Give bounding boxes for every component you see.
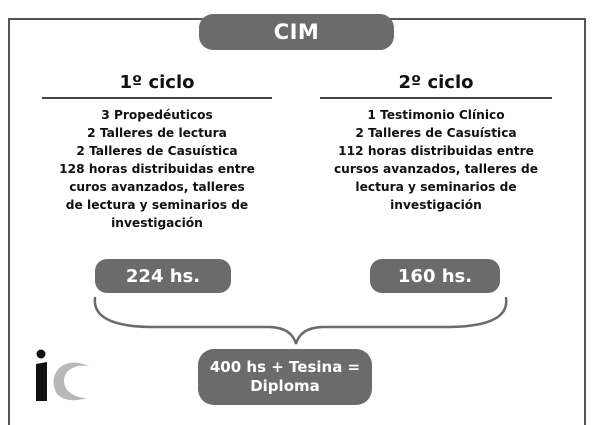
cycle-2-list: 1 Testimonio Clínico 2 Talleres de Casuí… — [320, 106, 552, 214]
result-badge: 400 hs + Tesina = Diploma — [198, 349, 372, 405]
list-item: 1 Testimonio Clínico — [367, 108, 505, 122]
list-item: 2 Talleres de lectura — [87, 126, 227, 140]
result-line-1: 400 hs + Tesina = — [209, 358, 361, 376]
list-item: 128 horas distribuidas entre — [59, 162, 255, 176]
cycle-1-underline — [42, 97, 272, 99]
list-item: de lectura y seminarios de — [65, 198, 249, 212]
cycle-1-heading: 1º ciclo — [119, 72, 195, 93]
list-item: curos avanzados, talleres — [69, 180, 245, 194]
list-item: investigación — [390, 198, 482, 212]
cycle-2-hours: 160 hs. — [370, 259, 500, 293]
cycle-2-heading: 2º ciclo — [398, 72, 474, 93]
list-item: 112 horas distribuidas entre — [338, 144, 534, 158]
cycle-1-list: 3 Propedéuticos 2 Talleres de lectura 2 … — [42, 106, 272, 232]
list-item: cursos avanzados, talleres de — [333, 162, 539, 176]
list-item: 2 Talleres de Casuística — [355, 126, 517, 140]
list-item: lectura y seminarios de — [355, 180, 517, 194]
title-badge: CIM — [199, 14, 394, 50]
cycle-1-hours: 224 hs. — [95, 259, 231, 293]
list-item: 2 Talleres de Casuística — [76, 144, 238, 158]
ic-logo — [36, 349, 89, 401]
cycle-2-underline — [320, 97, 552, 99]
list-item: investigación — [111, 216, 203, 230]
list-item: 3 Propedéuticos — [101, 108, 213, 122]
result-line-2: Diploma — [250, 377, 320, 395]
